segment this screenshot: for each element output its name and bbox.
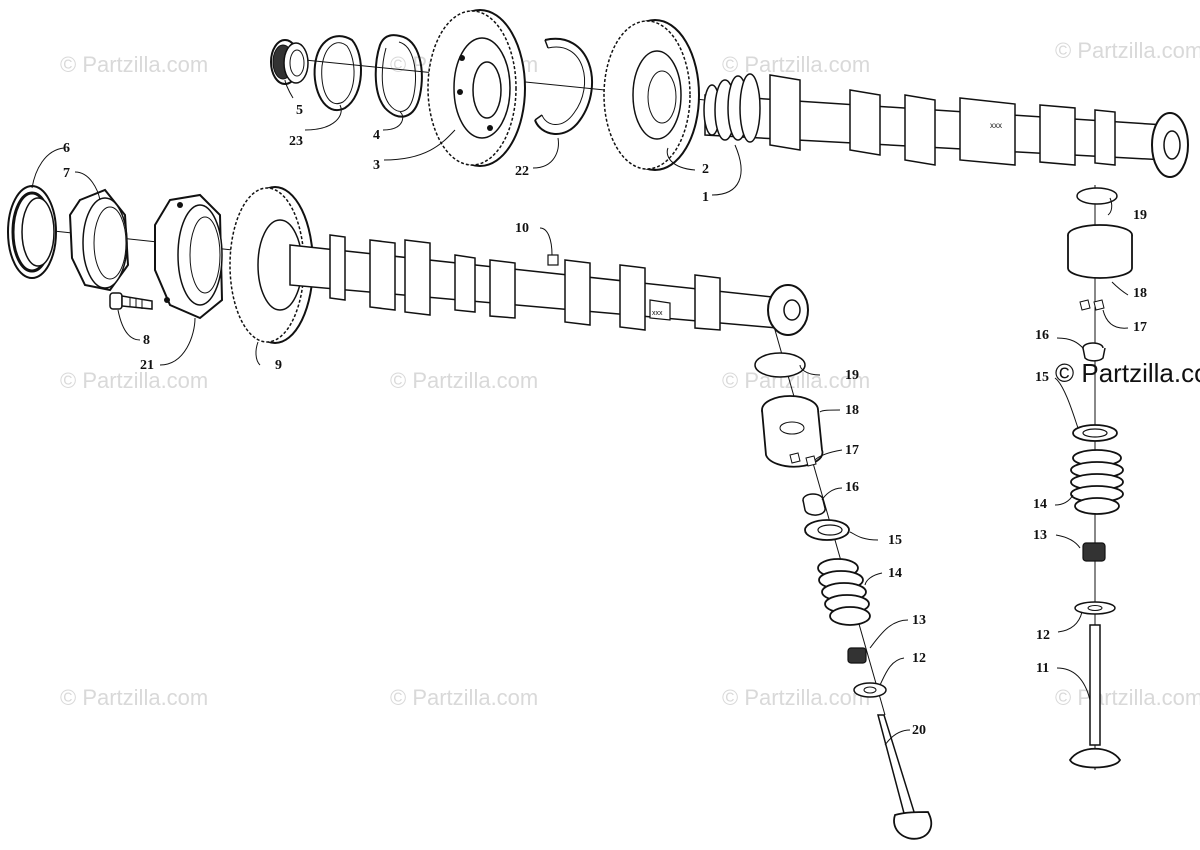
callout-19: 19 <box>1133 208 1147 223</box>
part-9-drive-gear <box>229 186 314 344</box>
callout-14: 14 <box>1033 497 1047 512</box>
callout-8: 8 <box>143 333 150 348</box>
callout-14: 14 <box>888 566 902 581</box>
callout-13: 13 <box>912 613 926 628</box>
callout-23: 23 <box>289 134 303 149</box>
callout-4: 4 <box>373 128 380 143</box>
part-2-cam-gear <box>603 19 700 171</box>
callout-10: 10 <box>515 221 529 236</box>
part-3-cam-gear <box>427 9 526 167</box>
valve-train-right <box>1067 187 1133 769</box>
callout-16: 16 <box>1035 328 1049 343</box>
callout-12: 12 <box>912 651 926 666</box>
cam-marking-text: xxx <box>990 121 1002 130</box>
part-22-ring <box>534 37 594 135</box>
callout-18: 18 <box>1133 286 1147 301</box>
leader-lines <box>31 79 1129 746</box>
callout-17: 17 <box>1133 320 1147 335</box>
part-7-nut <box>68 188 130 292</box>
callout-13: 13 <box>1033 528 1047 543</box>
part-5-seal <box>270 39 309 85</box>
callout-9: 9 <box>275 358 282 373</box>
part-8-bolt <box>109 292 153 310</box>
callout-1: 1 <box>702 190 709 205</box>
callout-20: 20 <box>912 723 926 738</box>
callout-19: 19 <box>845 368 859 383</box>
callout-3: 3 <box>373 158 380 173</box>
cam-marking-text: xxx <box>652 310 663 317</box>
callout-17: 17 <box>845 443 859 458</box>
callout-12: 12 <box>1036 628 1050 643</box>
valve-train-center <box>754 352 933 840</box>
callout-16: 16 <box>845 480 859 495</box>
part-4-wave-washer <box>374 34 423 118</box>
part-21-bearing-housing <box>154 193 224 320</box>
callout-7: 7 <box>63 166 70 181</box>
callout-21: 21 <box>140 358 154 373</box>
callout-11: 11 <box>1036 661 1050 676</box>
callout-6: 6 <box>63 141 70 156</box>
part-6-oil-seal <box>7 185 57 279</box>
callout-15: 15 <box>888 533 902 548</box>
watermark-foreground: © Partzilla.co <box>1055 358 1200 388</box>
lower-camshaft: xxx <box>289 234 809 336</box>
part-1-camshaft: xxx <box>703 73 1189 178</box>
callout-18: 18 <box>845 403 859 418</box>
callout-22: 22 <box>515 164 529 179</box>
callout-2: 2 <box>702 162 709 177</box>
callout-15: 15 <box>1035 370 1049 385</box>
part-23-circlip <box>313 35 362 111</box>
callout-5: 5 <box>296 103 303 118</box>
